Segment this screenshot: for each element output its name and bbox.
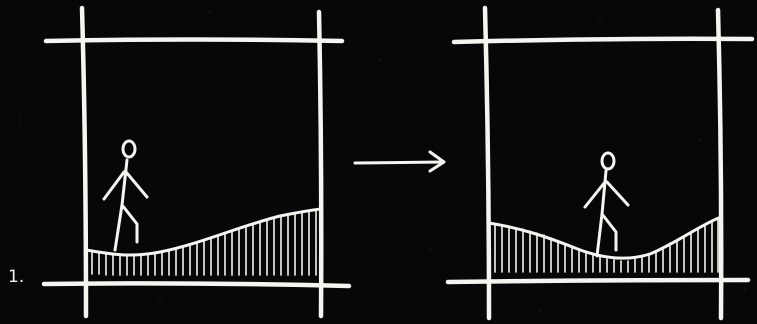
terrain-hatching-after [495,219,718,272]
right-arrow-icon [355,152,444,171]
walking-figure-before [104,141,147,250]
walking-figure-after [585,153,628,256]
step-number-label: 1. [8,267,24,287]
panel-before [44,8,349,316]
panel-after-terrain [489,217,721,272]
panel-after [448,8,752,318]
terrain-hatching [92,210,316,275]
